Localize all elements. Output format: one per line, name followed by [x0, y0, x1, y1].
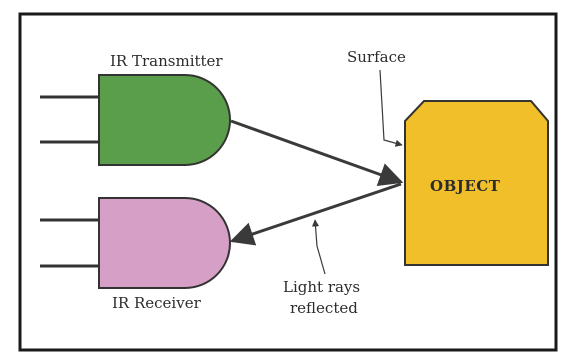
ir-receiver	[40, 197, 231, 289]
surface-pointer	[379, 69, 403, 147]
surface-label: Surface	[347, 48, 406, 66]
reflected-label-pointer	[311, 219, 326, 275]
emitted-ray-arrow	[230, 119, 404, 186]
transmitter-label: IR Transmitter	[110, 52, 223, 70]
receiver-label: IR Receiver	[112, 294, 202, 312]
ir-transmitter	[40, 74, 231, 166]
object-body	[404, 100, 549, 266]
transmitter-body	[98, 74, 231, 166]
object-label: OBJECT	[430, 177, 501, 195]
reflected-label-line2: reflected	[290, 299, 358, 317]
reflected-ray-arrow	[229, 182, 402, 246]
receiver-body	[98, 197, 231, 289]
reflected-label-line1: Light rays	[283, 278, 360, 296]
